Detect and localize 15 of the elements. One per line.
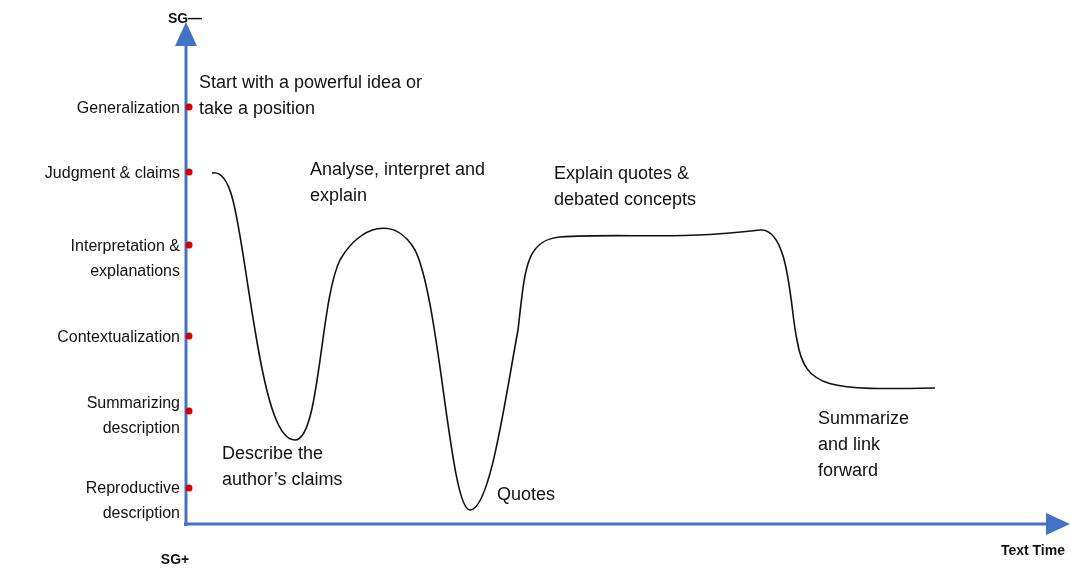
annotation: Quotes (497, 483, 557, 506)
level-label: Summarizing description (85, 393, 180, 438)
level-label: Reproductive description (84, 478, 180, 523)
axis-bottom-label: SG+ (159, 550, 191, 569)
level-label: Interpretation & explanations (69, 236, 180, 281)
annotation: Analyse, interpret and explain (310, 158, 487, 208)
level-label: Generalization (75, 98, 180, 118)
annotation: Explain quotes & debated concepts (554, 162, 698, 212)
axis-x-label: Text Time (999, 541, 1065, 560)
level-label: Contextualization (56, 327, 180, 347)
annotation: Start with a powerful idea or take a position (199, 71, 424, 121)
annotation: Describe the author’s claims (222, 442, 344, 492)
level-label: Judgment & claims (43, 163, 180, 183)
axis-top-label: SG— (166, 9, 204, 28)
annotation: Summarize and link forward (818, 407, 911, 483)
